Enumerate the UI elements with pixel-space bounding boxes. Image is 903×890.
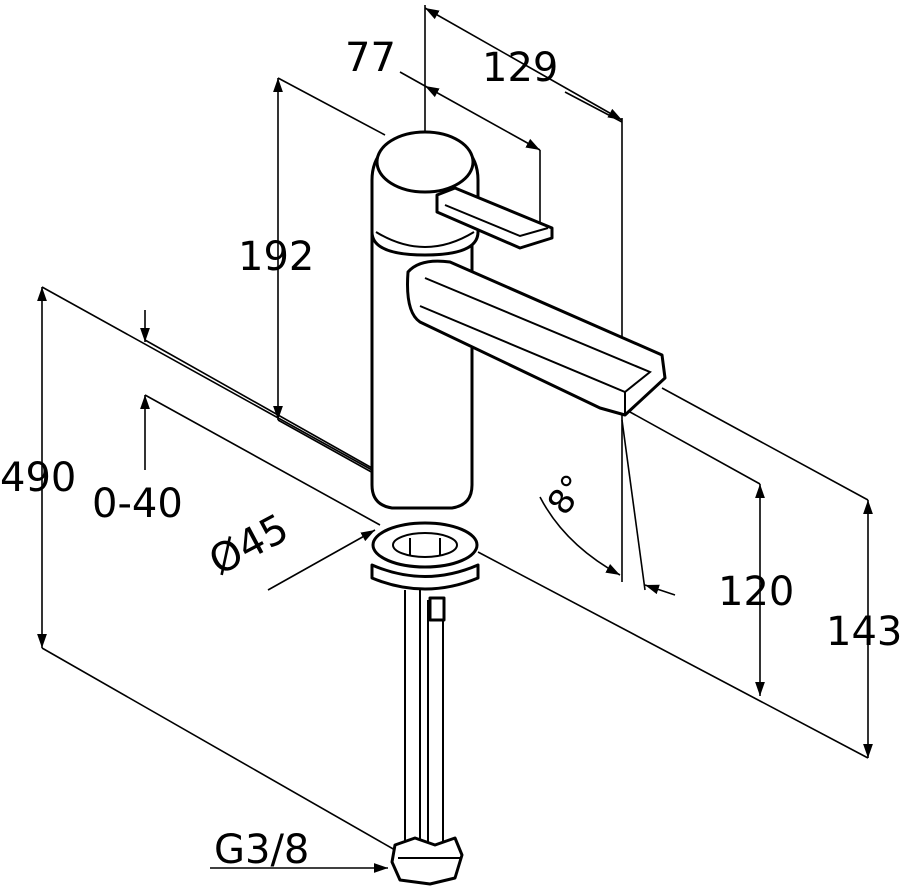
thread-g3-8-label: G3/8 [214, 827, 310, 873]
faucet [370, 130, 667, 886]
dim-129-label: 129 [482, 45, 559, 91]
dim-77-label: 77 [345, 35, 396, 81]
dimension-lines [37, 7, 873, 873]
dim-192-label: 192 [238, 234, 315, 280]
dim-120-label: 120 [718, 569, 795, 615]
dim-0-40-label: 0-40 [92, 481, 183, 527]
dim-490-label: 490 [0, 455, 77, 501]
dim-143-label: 143 [826, 609, 903, 655]
extension-lines [41, 5, 869, 851]
